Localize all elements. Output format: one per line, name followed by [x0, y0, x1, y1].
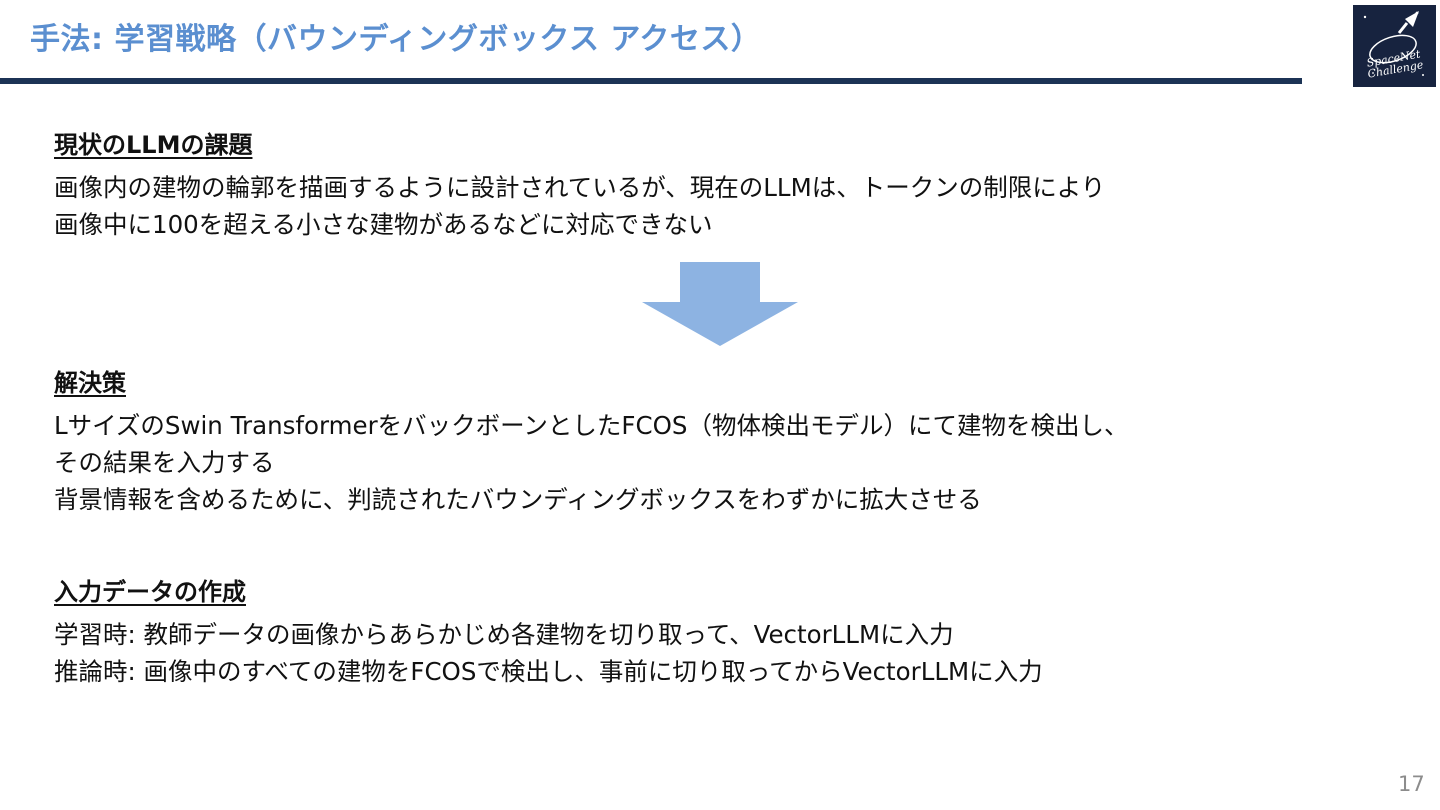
body-line: LサイズのSwin TransformerをバックボーンとしたFCOS（物体検出… — [54, 411, 1129, 440]
solution-section: 解決策 LサイズのSwin TransformerをバックボーンとしたFCOS（… — [54, 367, 1128, 518]
section-heading: 現状のLLMの課題 — [54, 131, 253, 159]
body-line: 画像中に100を超える小さな建物があるなどに対応できない — [54, 210, 713, 239]
body-line: 背景情報を含めるために、判読されたバウンディングボックスをわずかに拡大させる — [54, 485, 982, 514]
section-heading: 入力データの作成 — [54, 578, 246, 606]
body-line: 画像内の建物の輪郭を描画するように設計されているが、現在のLLMは、トークンの制… — [54, 173, 1106, 202]
body-line: 学習時: 教師データの画像からあらかじめ各建物を切り取って、VectorLLMに… — [54, 620, 954, 649]
page-number: 17 — [1398, 772, 1425, 796]
down-arrow-icon — [642, 262, 798, 346]
challenge-logo: SpaceNet Challenge — [1353, 5, 1436, 87]
section-heading: 解決策 — [54, 369, 126, 397]
rocket-icon — [1363, 11, 1424, 76]
title-divider — [0, 78, 1302, 84]
body-line: 推論時: 画像中のすべての建物をFCOSで検出し、事前に切り取ってからVecto… — [54, 657, 1043, 686]
slide-title: 手法: 学習戦略（バウンディングボックス アクセス） — [30, 22, 762, 57]
body-line: その結果を入力する — [54, 448, 275, 477]
current-issues-section: 現状のLLMの課題 画像内の建物の輪郭を描画するように設計されているが、現在のL… — [54, 129, 1105, 243]
input-data-section: 入力データの作成 学習時: 教師データの画像からあらかじめ各建物を切り取って、V… — [54, 576, 1043, 690]
